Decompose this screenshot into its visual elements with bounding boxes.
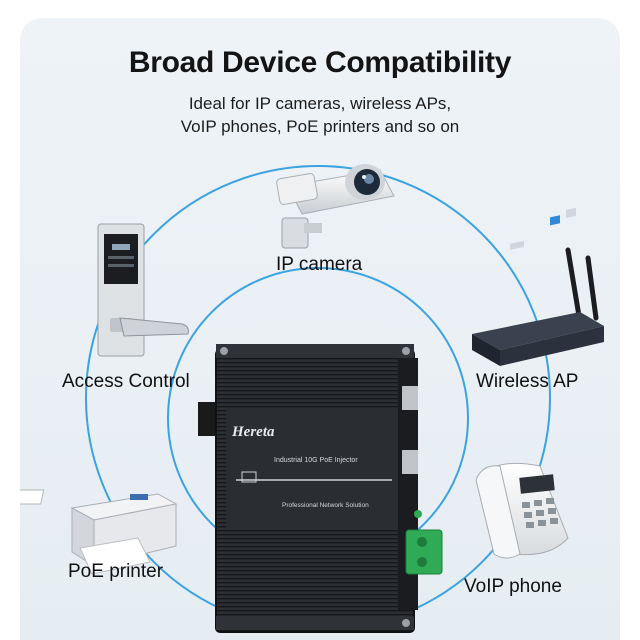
- poe-printer-icon: [20, 489, 178, 575]
- brand-logo: Hereta: [231, 424, 275, 440]
- wireless-ap-icon: [472, 207, 604, 366]
- voip-phone-icon: [475, 462, 569, 559]
- label-access-control: Access Control: [62, 371, 190, 392]
- subtitle-line-1: Ideal for IP cameras, wireless APs,: [188, 94, 452, 113]
- subtitle-line-2: VoIP phones, PoE printers and so on: [180, 117, 460, 136]
- illustration: Hereta Industrial 10G PoE Injector Profe…: [20, 164, 604, 633]
- tagline-text: Professional Network Solution: [282, 502, 369, 509]
- label-wireless-ap: Wireless AP: [476, 371, 579, 392]
- poe-injector-device: Hereta Industrial 10G PoE Injector Profe…: [198, 344, 443, 633]
- access-control-icon: [97, 223, 189, 357]
- label-poe-printer: PoE printer: [68, 561, 164, 582]
- product-banner: Broad Device Compatibility Ideal for IP …: [20, 18, 620, 640]
- page-title: Broad Device Compatibility: [128, 46, 512, 79]
- model-line-text: Industrial 10G PoE Injector: [274, 457, 358, 464]
- ip-camera-icon: [276, 164, 395, 249]
- label-ip-camera: IP camera: [276, 254, 363, 275]
- label-voip-phone: VoIP phone: [464, 576, 562, 597]
